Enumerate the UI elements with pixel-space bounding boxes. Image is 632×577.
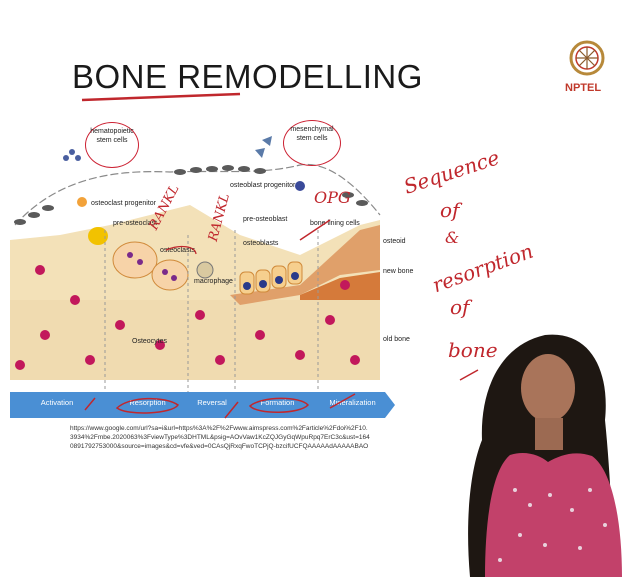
presenter-video <box>0 0 632 577</box>
